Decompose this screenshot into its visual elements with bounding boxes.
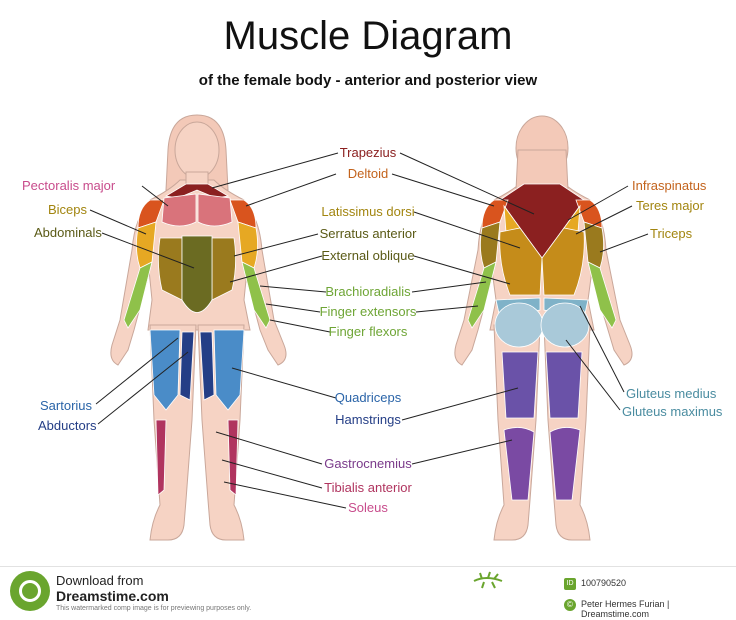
label-tibialis-anterior: Tibialis anterior xyxy=(324,480,412,495)
back-hamstrings-left xyxy=(501,351,539,419)
label-gluteus-maximus: Gluteus maximus xyxy=(622,404,723,419)
back-hamstrings-right xyxy=(545,351,583,419)
label-deltoid: Deltoid xyxy=(348,166,388,181)
front-abdominals xyxy=(181,235,213,313)
back-calf-right xyxy=(549,427,581,501)
front-pectoral-left xyxy=(161,193,197,227)
front-abductors-left xyxy=(179,331,195,401)
leader-biceps xyxy=(89,209,147,235)
leader-pectoralis xyxy=(141,185,169,207)
leader-abductors xyxy=(97,351,189,425)
back-gluteus-maximus-right xyxy=(540,302,590,348)
diagram-title: Muscle Diagram xyxy=(223,14,513,58)
front-forearm-right xyxy=(241,261,271,329)
label-finger-flexors: Finger flexors xyxy=(329,324,408,339)
leader-soleus xyxy=(223,481,347,509)
leader-hamstrings xyxy=(401,387,519,421)
front-oblique-left xyxy=(158,237,183,301)
leader-trapezius-front xyxy=(211,152,339,189)
front-pectoral-right xyxy=(197,193,233,227)
site-name: Dreamstime.com xyxy=(56,588,169,604)
image-id: 100790520 xyxy=(581,578,627,588)
leader-deltoid-back xyxy=(391,173,495,207)
leader-oblique-back xyxy=(413,255,511,285)
download-from-text: Download from xyxy=(56,573,144,588)
leader-finger-ext-back xyxy=(415,305,479,313)
leader-gluteus-maximus xyxy=(565,339,621,411)
front-figure xyxy=(110,114,287,541)
leader-gluteus-medius xyxy=(579,305,625,393)
leader-teres-major xyxy=(575,205,633,235)
copyright-icon: © xyxy=(564,599,576,611)
back-calf-left xyxy=(503,427,535,501)
watermark-notice: This watermarked comp image is for previ… xyxy=(56,605,252,612)
back-gluteus-maximus-left xyxy=(494,302,544,348)
image-credit: Peter Hermes Furian | Dreamstime.com xyxy=(581,599,670,619)
leader-sartorius xyxy=(95,337,179,405)
label-sartorius: Sartorius xyxy=(40,398,93,413)
leader-finger-flexors xyxy=(269,319,331,333)
diagram-subtitle: of the female body - anterior and poster… xyxy=(198,72,538,89)
label-abdominals: Abdominals xyxy=(34,225,102,240)
leader-finger-ext-front xyxy=(265,303,321,313)
back-forearm-right xyxy=(587,261,617,329)
leader-lines xyxy=(89,152,649,509)
label-infraspinatus: Infraspinatus xyxy=(632,178,707,193)
label-teres-major: Teres major xyxy=(636,198,705,213)
label-external-oblique: External oblique xyxy=(321,248,414,263)
front-quadriceps-right xyxy=(213,329,245,411)
leader-gastrocnemius-front xyxy=(215,431,323,465)
leader-infraspinatus xyxy=(567,185,629,221)
front-oblique-right xyxy=(211,237,236,301)
label-trapezius: Trapezius xyxy=(340,145,397,160)
leaf-sprig-icon xyxy=(473,571,503,589)
leader-gastrocnemius-back xyxy=(411,439,513,465)
leader-oblique xyxy=(229,255,323,283)
front-abductors-right xyxy=(199,331,215,401)
leader-serratus xyxy=(233,233,319,257)
label-pectoralis-major: Pectoralis major xyxy=(22,178,116,193)
back-forearm-left xyxy=(467,261,497,329)
back-latissimus-right xyxy=(541,227,585,296)
leader-tibialis xyxy=(221,459,323,489)
label-hamstrings: Hamstrings xyxy=(335,412,401,427)
leader-brachio-back xyxy=(411,281,487,293)
back-figure xyxy=(454,115,633,541)
leader-quadriceps xyxy=(231,367,337,399)
leader-latissimus xyxy=(413,211,521,249)
label-gluteus-medius: Gluteus medius xyxy=(626,386,717,401)
front-head xyxy=(174,121,220,179)
front-shin-left xyxy=(155,419,167,496)
label-abductors: Abductors xyxy=(38,418,97,433)
label-soleus: Soleus xyxy=(348,500,388,515)
leader-trapezius-back xyxy=(399,152,535,215)
front-forearm-left xyxy=(123,261,153,329)
label-latissimus-dorsi: Latissimus dorsi xyxy=(321,204,414,219)
label-biceps: Biceps xyxy=(48,202,88,217)
label-brachioradialis: Brachioradialis xyxy=(325,284,411,299)
image-id-icon: ID xyxy=(564,578,576,590)
leader-abdominals xyxy=(101,232,195,269)
dreamstime-logo-icon xyxy=(10,571,50,611)
leader-deltoid-front xyxy=(245,173,337,207)
label-quadriceps: Quadriceps xyxy=(335,390,402,405)
label-finger-extensors: Finger extensors xyxy=(320,304,417,319)
labels: Trapezius Deltoid Latissimus dorsi Serra… xyxy=(22,145,723,515)
label-serratus-anterior: Serratus anterior xyxy=(320,226,417,241)
anatomy-illustration: Trapezius Deltoid Latissimus dorsi Serra… xyxy=(22,114,723,541)
label-triceps: Triceps xyxy=(650,226,693,241)
label-gastrocnemius: Gastrocnemius xyxy=(324,456,412,471)
leader-triceps xyxy=(599,233,649,253)
front-shin-right xyxy=(227,419,239,496)
watermark-footer: Download from Dreamstime.com This waterm… xyxy=(0,566,736,620)
leader-brachio-front xyxy=(259,285,327,293)
